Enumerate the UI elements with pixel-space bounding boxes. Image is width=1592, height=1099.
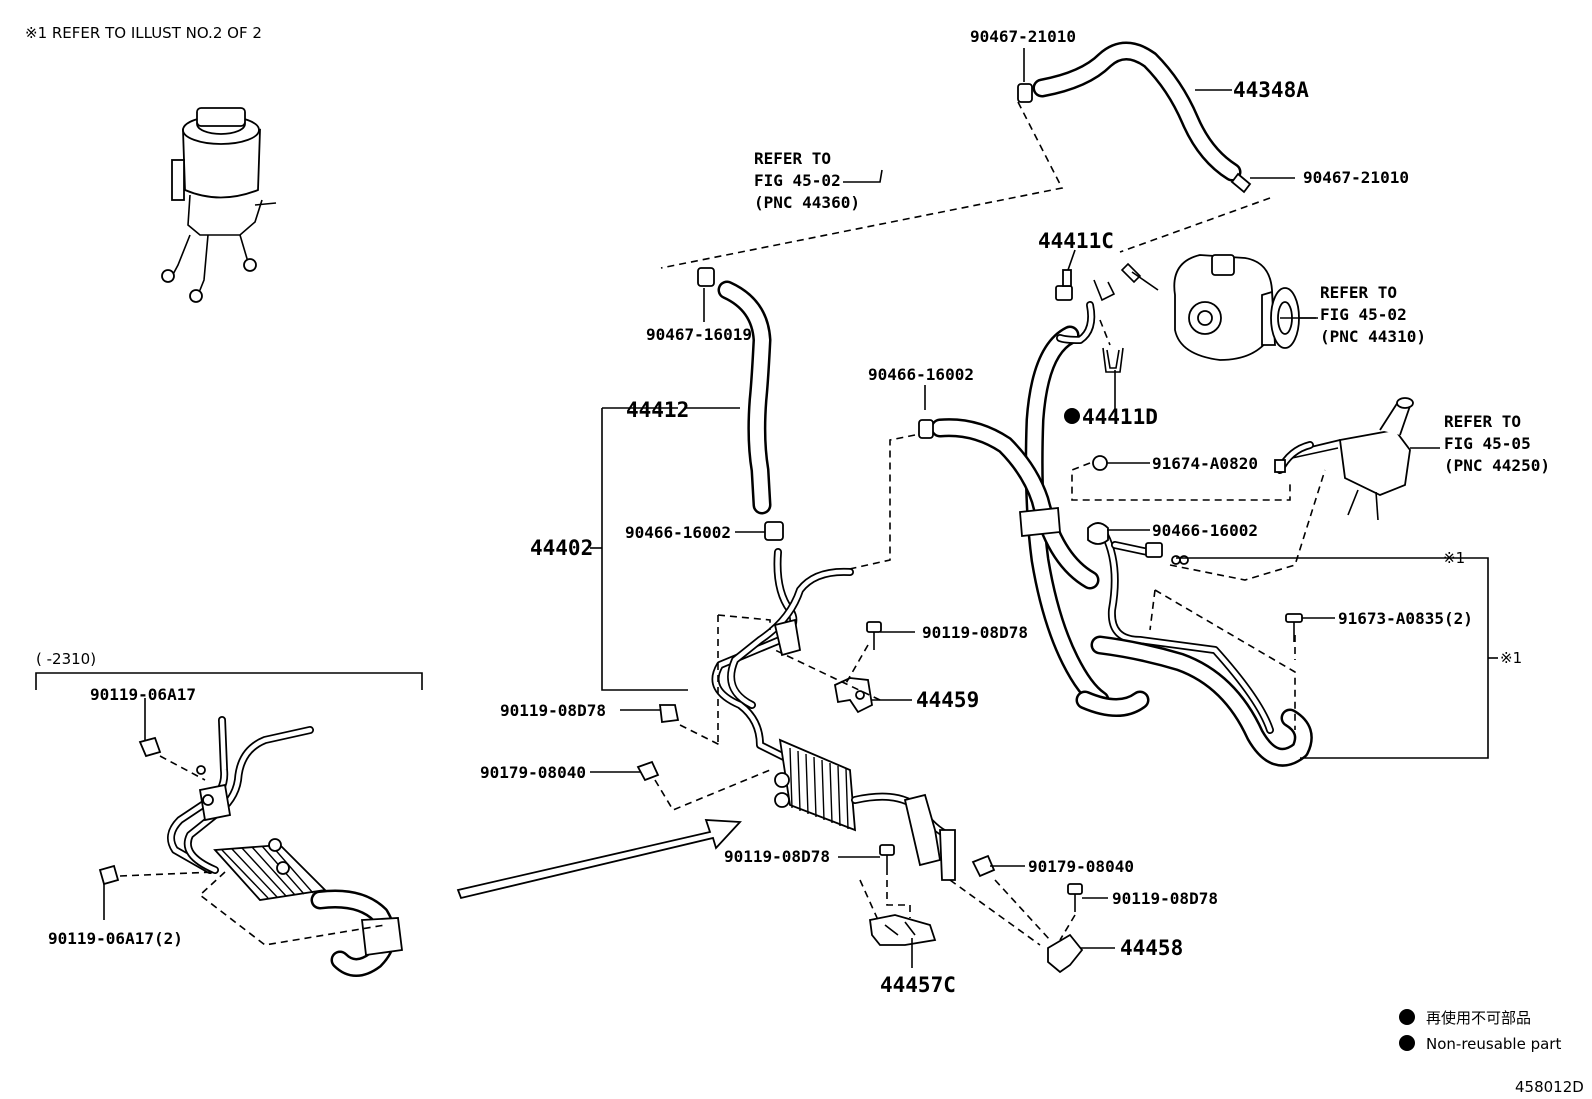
clamp-90466-c-icon bbox=[764, 521, 784, 541]
label-90119-06A17-2: 90119-06A17(2) bbox=[48, 929, 183, 948]
clamp-91674-icon bbox=[1092, 455, 1108, 471]
legend-ja: 再使用不可部品 bbox=[1426, 1009, 1531, 1027]
fitting-44411C bbox=[1055, 269, 1116, 302]
nut-90179-b-icon bbox=[971, 854, 996, 878]
gasket-44411D bbox=[1102, 347, 1124, 373]
nut-90179-a-icon bbox=[636, 760, 660, 782]
bolt-90119-a-icon bbox=[866, 621, 882, 650]
legend: 再使用不可部品 Non-reusable part bbox=[1399, 1009, 1561, 1053]
ref-reservoir-line3: (PNC 44360) bbox=[754, 193, 860, 212]
ref-gear-line1: REFER TO bbox=[1444, 412, 1521, 431]
hose-44348A bbox=[1017, 41, 1252, 194]
label-90466-16002-c: 90466-16002 bbox=[625, 523, 731, 542]
dashed-guides bbox=[119, 101, 1326, 946]
label-44459: 44459 bbox=[916, 688, 979, 712]
bracket-44459 bbox=[833, 677, 873, 714]
power-steering-pump bbox=[1120, 254, 1316, 361]
label-44457C: 44457C bbox=[880, 973, 956, 997]
label-44411C: 44411C bbox=[1038, 229, 1114, 253]
non-reusable-dot-icon bbox=[1064, 408, 1080, 424]
bolt-90119-d-icon bbox=[1067, 883, 1083, 912]
steering-gear bbox=[1289, 397, 1414, 521]
ref-gear-line3: (PNC 44250) bbox=[1444, 456, 1550, 475]
label-91674-A0820: 91674-A0820 bbox=[1152, 454, 1258, 473]
label-90466-16002-a: 90466-16002 bbox=[868, 365, 974, 384]
label-90179-08040-a: 90179-08040 bbox=[480, 763, 586, 782]
pressure-hose bbox=[1024, 301, 1110, 710]
reservoir-tank bbox=[161, 107, 277, 303]
hose-44412 bbox=[697, 267, 784, 541]
legend-en: Non-reusable part bbox=[1426, 1035, 1561, 1053]
label-90466-16002-b: 90466-16002 bbox=[1152, 521, 1258, 540]
label-90467-21010-right: 90467-21010 bbox=[1303, 168, 1409, 187]
ref-gear-line2: FIG 45-05 bbox=[1444, 434, 1531, 453]
label-91673-A0835: 91673-A0835(2) bbox=[1338, 609, 1473, 628]
label-90179-08040-b: 90179-08040 bbox=[1028, 857, 1134, 876]
label-90467-21010-top: 90467-21010 bbox=[970, 27, 1076, 46]
ref-mark-1: ※1 bbox=[1443, 549, 1465, 567]
bolt-inset-a-icon bbox=[138, 736, 162, 758]
cooler-pipes bbox=[711, 548, 854, 764]
label-90119-08D78-c: 90119-08D78 bbox=[724, 847, 830, 866]
label-90467-16019: 90467-16019 bbox=[646, 325, 752, 344]
ref-pump-line1: REFER TO bbox=[1320, 283, 1397, 302]
label-90119-08D78-a: 90119-08D78 bbox=[922, 623, 1028, 642]
bracket-44458 bbox=[1047, 933, 1084, 974]
diagram-id: 458012D bbox=[1515, 1078, 1584, 1096]
return-pipe-right bbox=[1075, 441, 1314, 767]
ref-reservoir-line1: REFER TO bbox=[754, 149, 831, 168]
clamp-90466-b-icon bbox=[1087, 522, 1109, 545]
leader-lines bbox=[103, 48, 1498, 968]
ref-pump-line3: (PNC 44310) bbox=[1320, 327, 1426, 346]
return-hose bbox=[918, 418, 1100, 590]
bolt-91673-icon bbox=[1285, 613, 1303, 642]
bolt-90119-c-icon bbox=[879, 844, 895, 875]
legend-dot-ja-icon bbox=[1399, 1009, 1415, 1025]
oil-cooler bbox=[774, 738, 956, 881]
inset-assembly bbox=[167, 716, 404, 977]
clamp-90466-a-icon bbox=[918, 419, 934, 439]
header-note: ※1 REFER TO ILLUST NO.2 OF 2 bbox=[25, 24, 262, 42]
ref-reservoir-line2: FIG 45-02 bbox=[754, 171, 841, 190]
bracket-44457C bbox=[868, 914, 937, 946]
label-90119-08D78-d: 90119-08D78 bbox=[1112, 889, 1218, 908]
label-44412: 44412 bbox=[626, 398, 689, 422]
label-44411D: 44411D bbox=[1082, 405, 1158, 429]
label-44348A: 44348A bbox=[1233, 78, 1309, 102]
ref-pump-line2: FIG 45-02 bbox=[1320, 305, 1407, 324]
ref-mark-2: ※1 bbox=[1500, 649, 1522, 667]
bolt-90119-b-icon bbox=[658, 704, 680, 724]
bolt-inset-b-icon bbox=[98, 864, 120, 886]
label-44458: 44458 bbox=[1120, 936, 1183, 960]
label-90119-06A17: 90119-06A17 bbox=[90, 685, 196, 704]
view-arrow bbox=[456, 819, 742, 900]
inset-range: ( -2310) bbox=[36, 650, 96, 668]
label-90119-08D78-b: 90119-08D78 bbox=[500, 701, 606, 720]
legend-dot-en-icon bbox=[1399, 1035, 1415, 1051]
label-44402: 44402 bbox=[530, 536, 593, 560]
inset-bracket bbox=[35, 672, 423, 690]
clamp-top-icon bbox=[1017, 83, 1033, 103]
clamp-90467-16019-icon bbox=[697, 267, 715, 287]
clamp-right-icon bbox=[1230, 172, 1252, 194]
